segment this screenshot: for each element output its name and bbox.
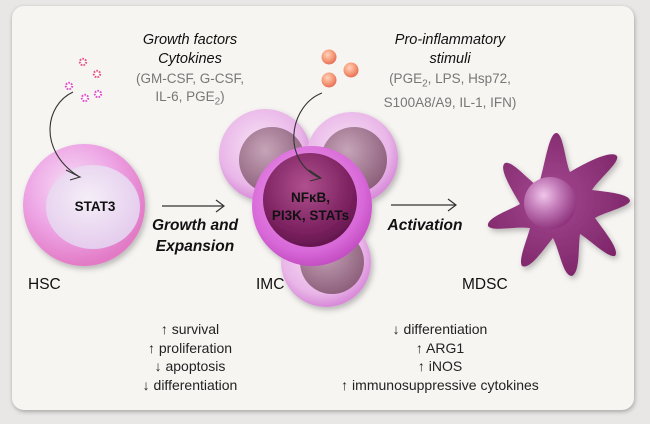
imc-label: IMC	[256, 276, 285, 293]
pro-inflammatory-list: (PGE2, LPS, Hsp72, S100A8/A9, IL-1, IFN)	[360, 70, 540, 112]
cytokine-particle-icon	[92, 69, 102, 79]
stimulus-sphere-icon	[321, 72, 337, 88]
growth-factors-list: (GM-CSF, G-CSF, IL-6, PGE2)	[95, 70, 285, 112]
list-text: , LPS, Hsp72,	[427, 71, 511, 86]
list-text: (PGE	[389, 71, 423, 86]
expansion-text: Expansion	[155, 238, 235, 255]
stimuli-particles	[321, 49, 359, 88]
nfkb-text: NFκB,	[290, 190, 331, 205]
list-text: )	[220, 89, 225, 104]
effect-item: ↓ apoptosis	[154, 358, 226, 374]
effect-item: ↑ ARG1	[415, 339, 465, 356]
cytokines-line: Cytokines	[158, 51, 222, 67]
growth-factors-list-line2: IL-6, PGE2)	[95, 88, 285, 112]
stimulus-sphere-icon	[343, 62, 359, 78]
growth-expansion-label: Growth and Expansion	[140, 215, 250, 257]
subscript: 2	[214, 96, 221, 108]
hsc-label: HSC	[28, 276, 61, 293]
list-text: IL-6, PGE	[155, 89, 215, 104]
effect-item: ↑ proliferation	[147, 339, 233, 356]
hsc-cell	[23, 144, 145, 266]
pro-inflammatory-title: Pro-inflammatory stimuli	[365, 31, 535, 69]
cytokine-particle-icon	[78, 57, 88, 67]
cytokine-particle-icon	[80, 93, 90, 103]
effect-item: ↓ differentiation	[392, 321, 488, 337]
effects-growth-list: ↑ survival ↑ proliferation ↓ apoptosis ↓…	[110, 320, 270, 394]
imc-cell-cluster	[219, 109, 398, 307]
effects-activation-list: ↓ differentiation ↑ ARG1 ↑ iNOS ↑ immuno…	[325, 320, 555, 394]
subscript: 2	[422, 78, 428, 90]
cytokine-particle-icon	[93, 89, 103, 99]
growth-factors-title: Growth factors Cytokines	[95, 31, 285, 69]
cytokine-particle-icon	[64, 81, 74, 91]
effect-item: ↑ iNOS	[417, 358, 463, 374]
arrow-hsc-to-imc	[162, 199, 225, 213]
imc-cell-main	[252, 146, 372, 266]
activation-label: Activation	[387, 217, 463, 234]
stat3-label: STAT3	[74, 199, 116, 214]
growth-and-text: Growth and	[151, 217, 239, 234]
mdsc-nucleus	[524, 177, 576, 229]
growth-factors-line: Growth factors	[142, 32, 238, 48]
curved-arrow-stimuli-to-imc	[293, 92, 323, 182]
pro-inflammatory-line: Pro-inflammatory	[394, 32, 506, 48]
pi3k-stats-text: PI3K, STATs	[271, 208, 350, 223]
stimulus-sphere-icon	[321, 49, 337, 65]
imc-signaling-label: NFκB, PI3K, STATs	[258, 189, 363, 225]
mdsc-label: MDSC	[462, 276, 508, 293]
growth-factors-list-line1: (GM-CSF, G-CSF,	[136, 71, 244, 86]
pro-inflammatory-list-line2: S100A8/A9, IL-1, IFN)	[383, 94, 517, 110]
pro-inflammatory-list-line1: (PGE2, LPS, Hsp72,	[360, 70, 540, 94]
mdsc-cell	[487, 132, 630, 276]
arrow-imc-to-mdsc	[391, 198, 457, 212]
effect-item: ↑ immunosuppressive cytokines	[341, 376, 539, 393]
curved-arrow-cytokines-to-hsc	[49, 91, 82, 181]
cytokine-particles	[64, 57, 103, 103]
stimuli-line: stimuli	[429, 51, 471, 67]
effect-item: ↓ differentiation	[142, 376, 238, 393]
effect-item: ↑ survival	[160, 321, 220, 337]
